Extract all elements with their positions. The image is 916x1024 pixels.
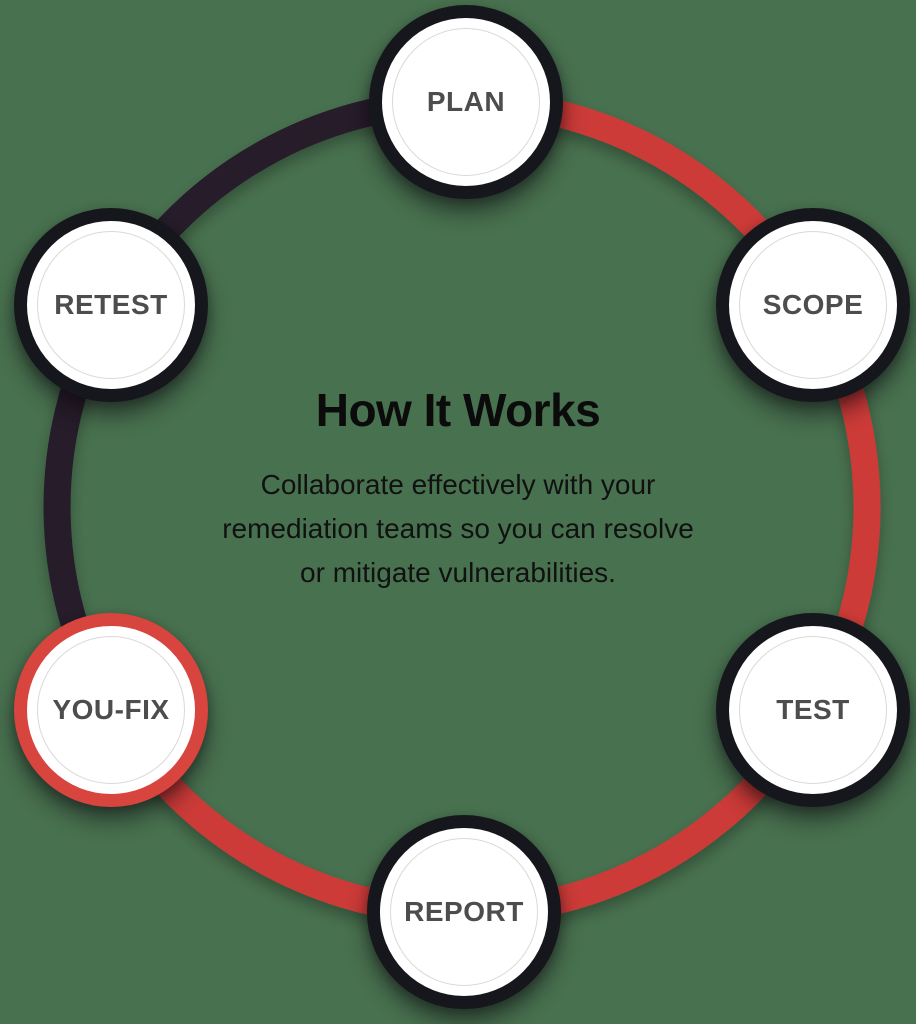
node-scope: SCOPE bbox=[716, 208, 910, 402]
node-you-fix-label: YOU-FIX bbox=[52, 694, 170, 725]
node-report-label: REPORT bbox=[404, 896, 524, 927]
node-report: REPORT bbox=[367, 815, 561, 1009]
diagram-subtitle-line-1: Collaborate effectively with your bbox=[260, 469, 656, 500]
node-test-label: TEST bbox=[776, 694, 850, 725]
node-test: TEST bbox=[716, 613, 910, 807]
node-plan-label: PLAN bbox=[426, 86, 506, 117]
diagram-subtitle: Collaborate effectively with your remedi… bbox=[0, 463, 916, 595]
node-plan: PLAN bbox=[369, 5, 563, 199]
node-scope-label: SCOPE bbox=[762, 289, 864, 320]
center-copy: How It Works Collaborate effectively wit… bbox=[0, 383, 916, 595]
diagram-subtitle-line-3: or mitigate vulnerabilities. bbox=[300, 557, 616, 588]
node-retest-label: RETEST bbox=[54, 289, 168, 320]
diagram-subtitle-line-2: remediation teams so you can resolve bbox=[222, 513, 694, 544]
diagram-title: How It Works bbox=[315, 384, 601, 436]
node-you-fix: YOU-FIX bbox=[14, 613, 208, 807]
node-retest: RETEST bbox=[14, 208, 208, 402]
